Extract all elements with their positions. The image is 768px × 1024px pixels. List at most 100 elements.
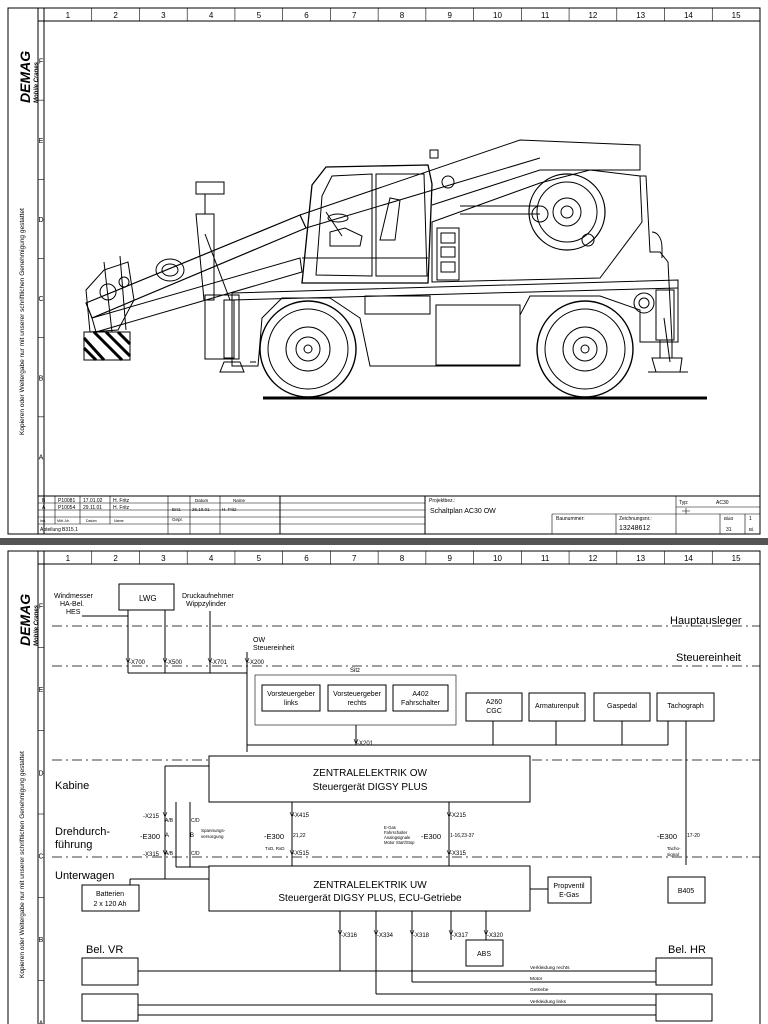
svg-text:A: A: [42, 505, 46, 511]
connector-mark: [448, 929, 454, 936]
svg-text:versorgung: versorgung: [201, 834, 224, 839]
sitz-box: [392, 684, 449, 712]
column-label: 11: [541, 11, 550, 20]
row-label: A: [39, 1020, 44, 1024]
wire-verkleidung-rechts: Verkleidung rechts: [530, 965, 570, 971]
column-label: 1: [66, 554, 71, 563]
sitz-box-sublabel: Fahrschalter: [401, 700, 441, 707]
sitz-box-label: Vorsteuergeber: [333, 691, 382, 698]
svg-text:-X701: -X701: [211, 660, 228, 666]
svg-text:B405: B405: [678, 888, 694, 895]
svg-text:-X334: -X334: [377, 933, 394, 939]
svg-text:Typ:: Typ:: [679, 500, 688, 506]
bel-vl-box: [81, 993, 139, 1022]
column-label: 8: [400, 11, 405, 20]
windmesser-label: Windmesser: [54, 593, 94, 600]
svg-text:-X700: -X700: [129, 660, 146, 666]
svg-text:Steuergerät DIGSY PLUS: Steuergerät DIGSY PLUS: [313, 782, 428, 793]
zone-steuereinheit: Steuereinheit: [676, 652, 741, 664]
svg-text:P10081: P10081: [58, 498, 75, 504]
svg-text:Name: Name: [233, 498, 246, 503]
propventil-box: [547, 876, 592, 904]
svg-text:Baunummer:: Baunummer:: [556, 516, 585, 522]
column-label: 10: [493, 554, 502, 563]
zone-lines: [52, 625, 760, 858]
connector-mark: [446, 849, 452, 856]
bel-vr-box: [81, 957, 139, 986]
column-label: 7: [352, 554, 357, 563]
zentralelektrik-ow: [208, 755, 531, 803]
row-label: B: [39, 375, 44, 382]
svg-text:-X320: -X320: [487, 933, 504, 939]
row-label: F: [39, 59, 43, 66]
svg-text:17.01.02: 17.01.02: [83, 498, 103, 504]
svg-text:C/D: C/D: [191, 818, 200, 824]
svg-text:-X317: -X317: [452, 933, 469, 939]
svg-text:ABS: ABS: [477, 951, 491, 958]
row-label: E: [39, 687, 44, 694]
svg-text:E-Gas: E-Gas: [559, 892, 579, 899]
svg-text:-E300: -E300: [140, 832, 160, 841]
svg-text:Datum: Datum: [195, 498, 209, 503]
svg-text:Zeichnungsnr.:: Zeichnungsnr.:: [619, 516, 652, 522]
row-label: F: [39, 604, 43, 611]
svg-text:17-20: 17-20: [687, 833, 700, 839]
brand-logo: DEMAG: [17, 51, 33, 103]
connector-mark: [409, 929, 415, 936]
sitz-boxes: VorsteuergeberlinksVorsteuergeberrechtsA…: [261, 684, 449, 712]
title-block: B P10081 17.01.02 H. Fritz A P10054 29.1…: [38, 495, 760, 534]
column-label: 12: [588, 554, 597, 563]
svg-text:Erst.: Erst.: [172, 507, 181, 512]
svg-text:-X215: -X215: [143, 814, 160, 820]
svg-text:B315.1: B315.1: [62, 527, 78, 533]
column-label: 15: [732, 554, 741, 563]
svg-text:Sitz: Sitz: [350, 668, 360, 674]
svg-text:-X500: -X500: [166, 660, 183, 666]
svg-text:21,22: 21,22: [293, 833, 306, 839]
column-label: 4: [209, 11, 214, 20]
sitz-box-label: Vorsteuergeber: [267, 691, 316, 698]
column-label: 5: [257, 11, 262, 20]
svg-text:Ind.: Ind.: [40, 519, 46, 523]
bel-hr-box: [655, 957, 713, 986]
connector-mark: [162, 657, 168, 664]
svg-text:C/D: C/D: [191, 851, 200, 857]
column-label: 9: [448, 11, 453, 20]
svg-text:P10054: P10054: [58, 505, 75, 511]
svg-text:Steuergerät DIGSY PLUS, ECU-Ge: Steuergerät DIGSY PLUS, ECU-Getriebe: [278, 893, 462, 904]
cabin-device-label: Armaturenpult: [535, 703, 579, 710]
cabin-device-label: Tachograph: [667, 703, 704, 710]
page-separator: [0, 538, 768, 545]
svg-text:Spannungs-: Spannungs-: [201, 828, 226, 833]
connector-mark: [353, 738, 359, 745]
svg-text:-E300: -E300: [421, 832, 441, 841]
row-label: A: [39, 454, 44, 461]
cabin-device-label: A260: [486, 699, 502, 706]
svg-text:29.11.01: 29.11.01: [83, 505, 102, 511]
svg-text:TxD, RxD: TxD, RxD: [265, 846, 285, 851]
svg-text:H. Fritz: H. Fritz: [113, 505, 130, 511]
svg-text:1: 1: [749, 516, 752, 522]
svg-text:-X201: -X201: [357, 741, 374, 747]
drawing-area-frame: [37, 7, 761, 535]
column-label: 13: [636, 554, 645, 563]
svg-text:-X200: -X200: [248, 660, 265, 666]
zone-drehdurchfuehrung-1: Drehdurch-: [55, 826, 110, 838]
svg-text:Datum: Datum: [86, 519, 97, 523]
column-label: 6: [304, 11, 309, 20]
cabin-device-box: [656, 692, 715, 722]
zone-drehdurchfuehrung-2: führung: [55, 839, 92, 851]
connector-mark: [207, 657, 213, 664]
sitz-box-sublabel: links: [284, 700, 299, 707]
svg-text:E-Gas: E-Gas: [384, 825, 396, 830]
svg-text:Abteilung: Abteilung: [40, 527, 61, 533]
svg-text:-X318: -X318: [413, 933, 430, 939]
sitz-group: [254, 674, 457, 726]
project-title: Schaltplan AC30 OW: [430, 508, 496, 515]
connector-mark: [162, 811, 168, 818]
connector-mark: [446, 811, 452, 818]
